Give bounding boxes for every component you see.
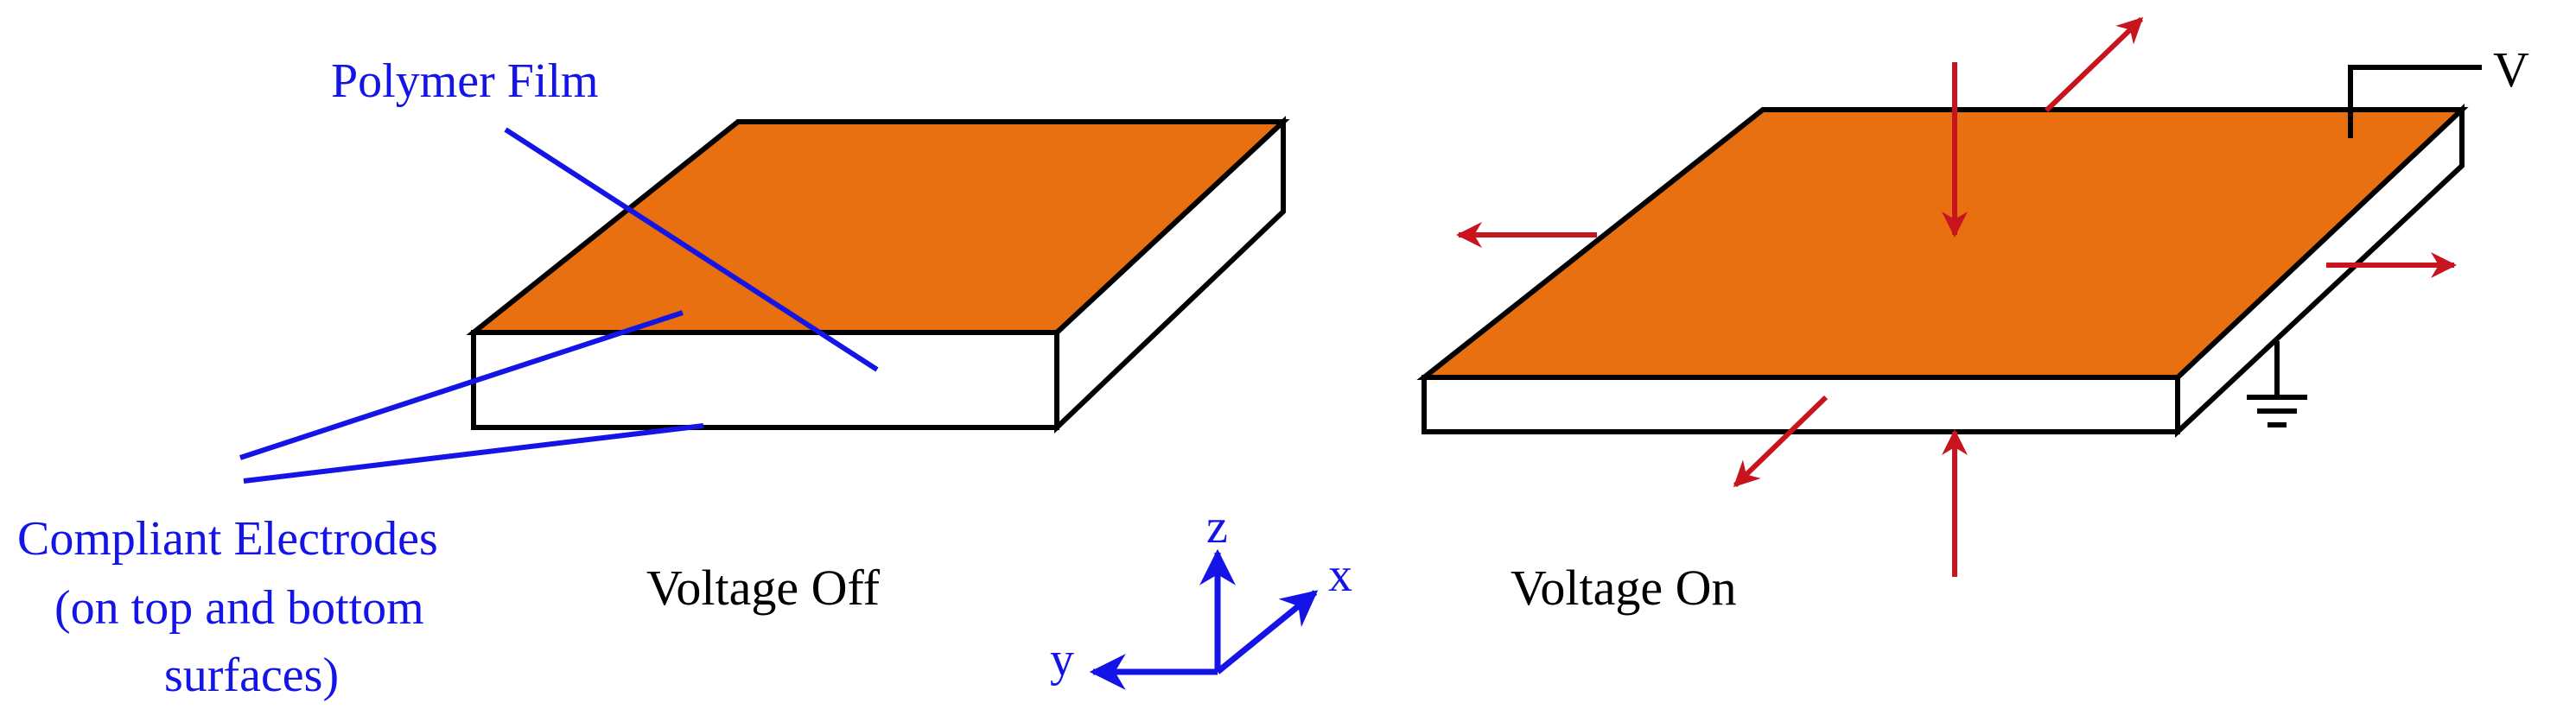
slab-off-top-electrode <box>466 119 1290 335</box>
voltage-terminal-lead <box>2348 65 2482 138</box>
expand-arrow-upper-right <box>2044 16 2144 113</box>
slab-off-front-face <box>471 330 1059 430</box>
voltage-terminal-label: V <box>2493 41 2529 98</box>
electrodes-label-line2: (on top and bottom <box>54 581 424 635</box>
leader-lines <box>239 127 879 484</box>
leader-electrode-top <box>239 310 684 460</box>
electrodes-label-line1: Compliant Electrodes <box>17 512 438 566</box>
coordinate-axes <box>1089 548 1319 690</box>
ground-icon <box>2247 341 2307 427</box>
slab-voltage-off <box>466 116 1290 434</box>
voltage-off-label: Voltage Off <box>646 560 881 616</box>
slab-voltage-on <box>1416 104 2469 438</box>
polymer-film-label: Polymer Film <box>331 54 599 108</box>
force-arrows <box>1456 16 2457 577</box>
x-axis-arrow <box>1215 590 1319 674</box>
electrodes-label-line3: surfaces) <box>164 649 339 702</box>
slab-on-top-electrode <box>1416 107 2469 380</box>
y-axis-label: y <box>1050 633 1074 687</box>
x-axis-label: x <box>1328 548 1352 602</box>
leader-polymer-film <box>504 127 879 372</box>
voltage-on-label: Voltage On <box>1511 560 1737 616</box>
leader-electrode-bottom <box>243 423 704 484</box>
z-axis-label: z <box>1206 500 1228 554</box>
expand-arrow-lower-left <box>1733 395 1829 488</box>
